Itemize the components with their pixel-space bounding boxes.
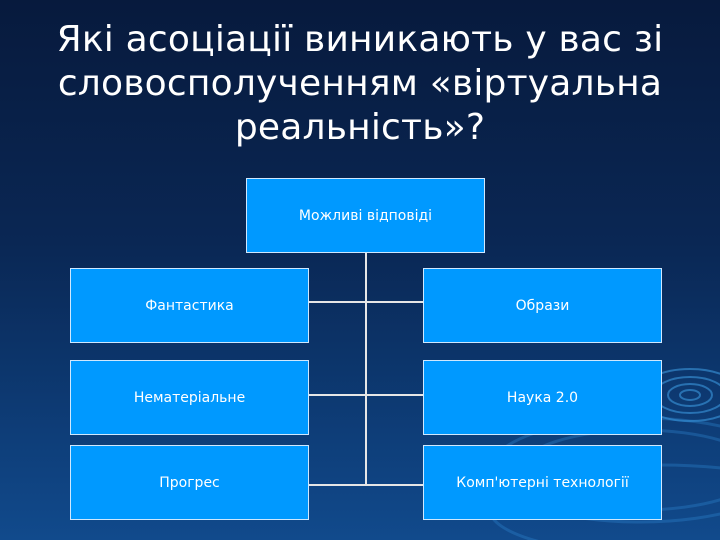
node-obrazy: Образи — [423, 268, 662, 343]
node-nauka: Наука 2.0 — [423, 360, 662, 435]
root-node-label: Можливі відповіді — [298, 207, 433, 224]
trunk-connector — [365, 253, 367, 486]
connector-left-2 — [309, 394, 365, 396]
node-label: Фантастика — [145, 297, 234, 314]
connector-left-3 — [309, 484, 365, 486]
node-nematerialne: Нематеріальне — [70, 360, 309, 435]
slide-title: Які асоціації виникають у вас зі словосп… — [56, 19, 664, 148]
node-label: Образи — [515, 297, 570, 314]
connector-right-1 — [367, 301, 423, 303]
connector-left-1 — [309, 301, 365, 303]
node-label: Прогрес — [159, 474, 220, 491]
node-label: Нематеріальне — [133, 389, 246, 406]
node-label: Комп'ютерні технології — [456, 474, 629, 491]
node-kompiuterni-tekhnolohii: Комп'ютерні технології — [423, 445, 662, 520]
connector-right-3 — [367, 484, 423, 486]
connector-right-2 — [367, 394, 423, 396]
root-node: Можливі відповіді — [246, 178, 485, 253]
node-fantastyka: Фантастика — [70, 268, 309, 343]
node-label: Наука 2.0 — [506, 389, 579, 406]
node-progres: Прогрес — [70, 445, 309, 520]
